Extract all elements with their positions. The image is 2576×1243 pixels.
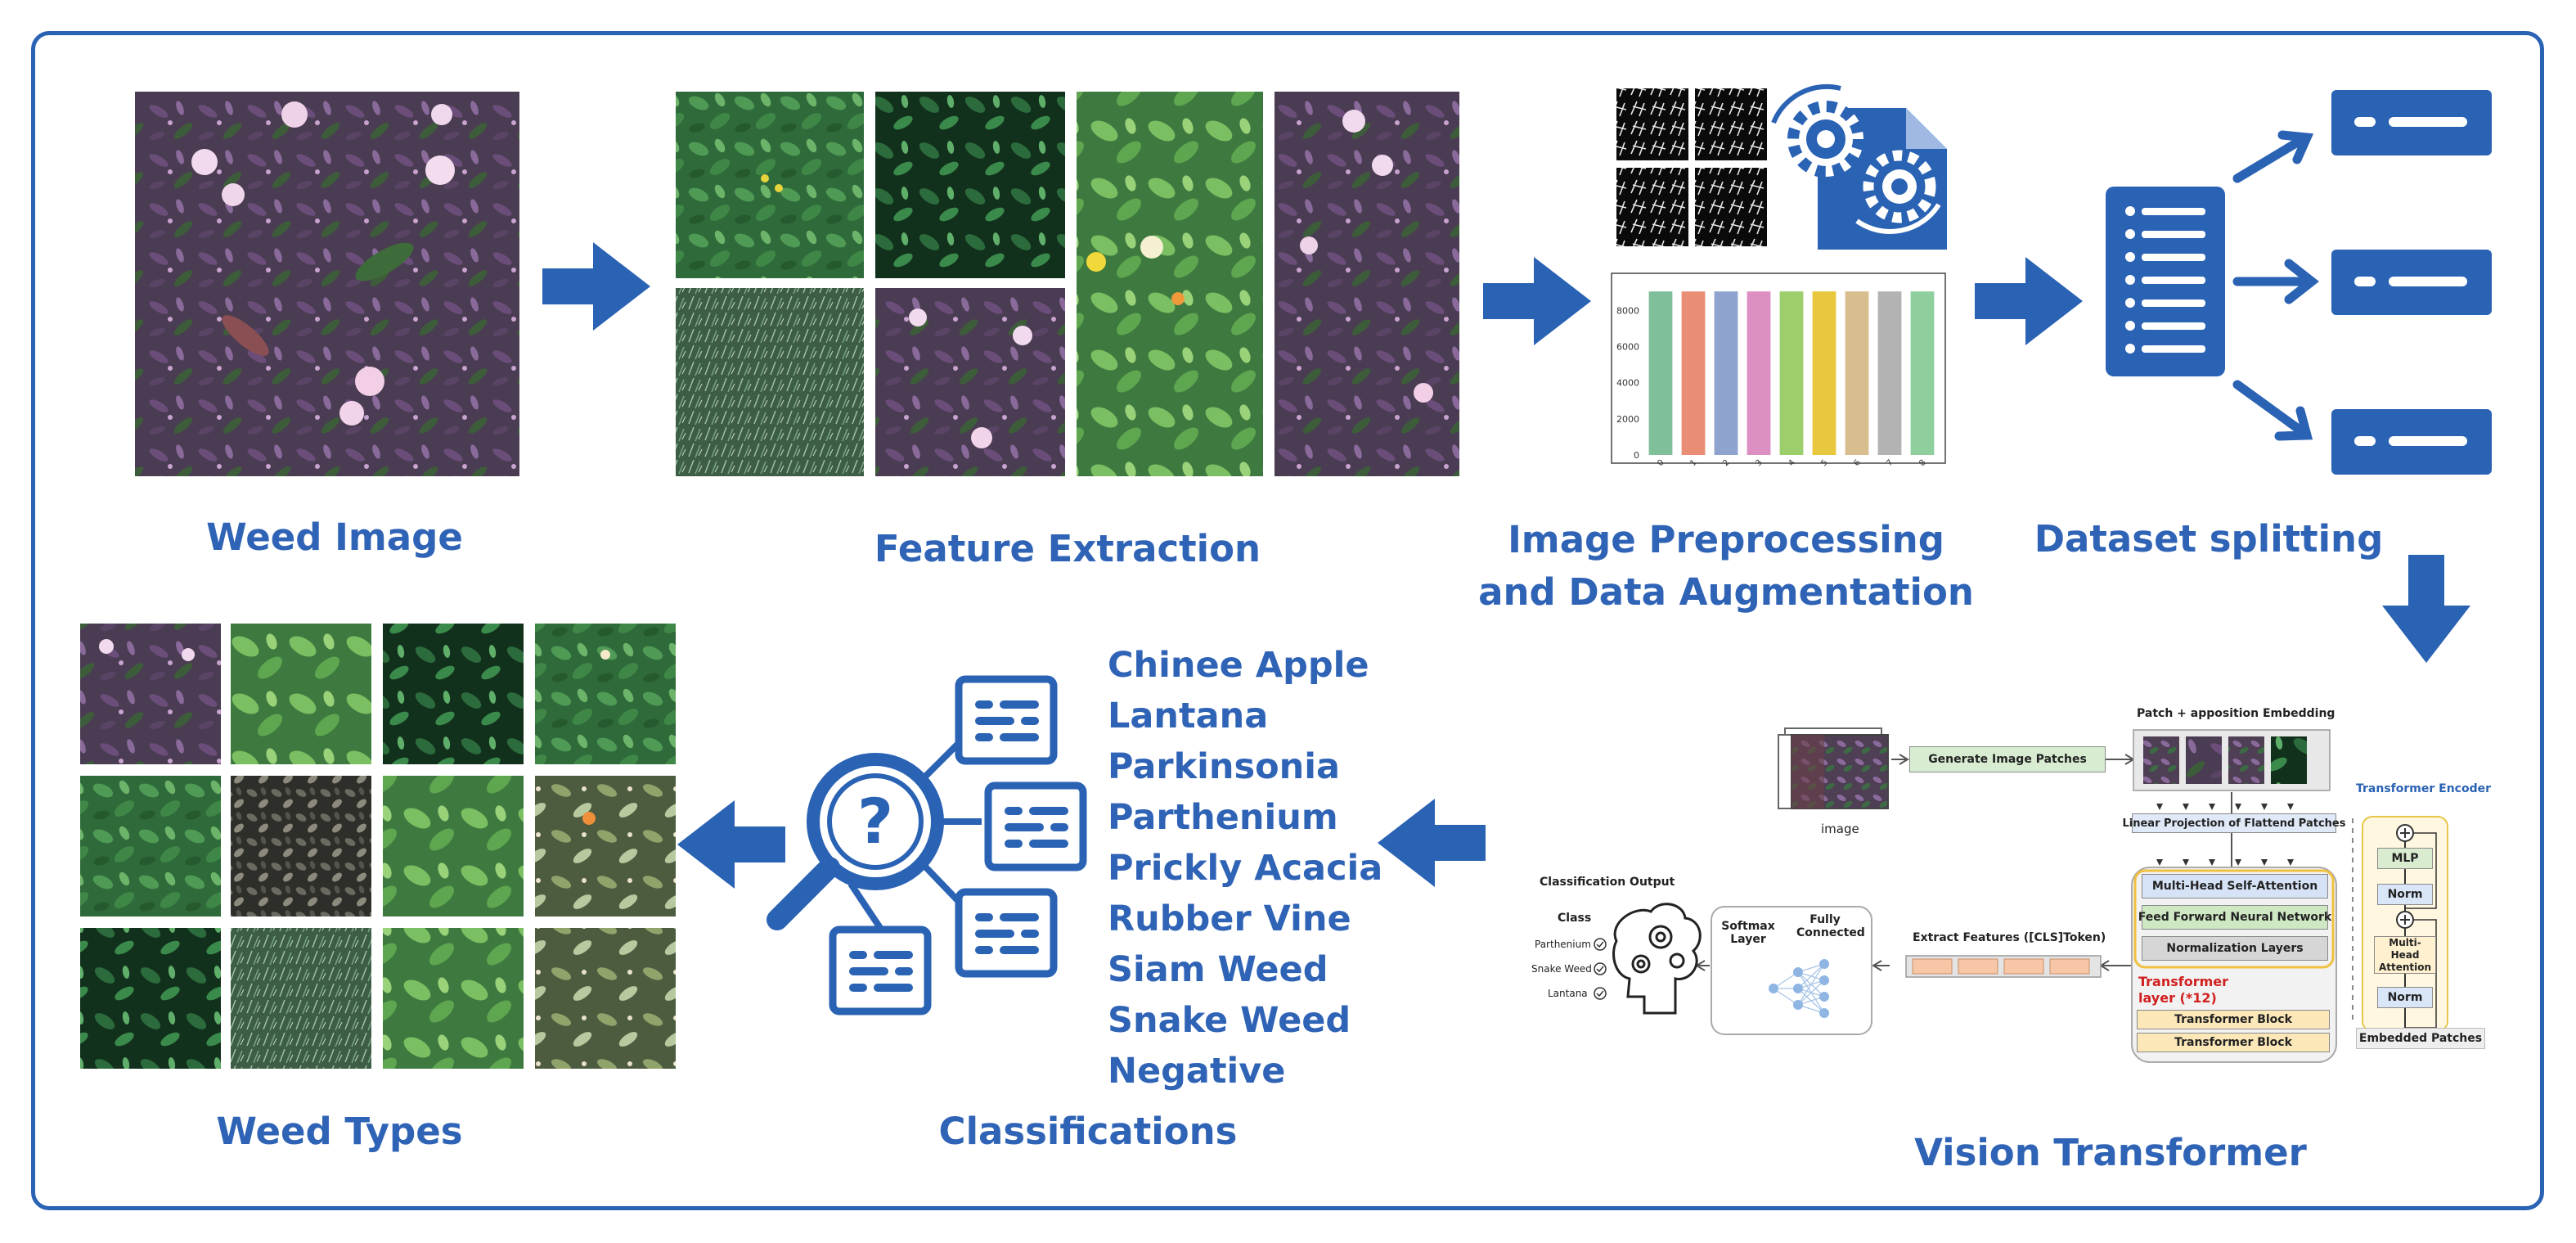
stage-label-classifications: Classifications xyxy=(938,1110,1238,1153)
vit-encoder-norm-bottom: Norm xyxy=(2377,987,2433,1008)
chart-bar xyxy=(1877,291,1902,455)
vit-connectors xyxy=(1695,754,2353,1023)
vit-generate-patches: Generate Image Patches xyxy=(1909,746,2106,772)
vit-output-class-1: Snake Weed xyxy=(1531,963,1592,975)
magnifier-question-icon: ? xyxy=(767,734,982,935)
stage-label-vision-transformer: Vision Transformer xyxy=(1914,1131,2307,1174)
vit-input-image-stack xyxy=(1778,727,1889,809)
vit-classification-output-label: Classification Output xyxy=(1540,876,1675,889)
vit-output-class-2: Lantana xyxy=(1548,988,1588,999)
svg-text:?: ? xyxy=(857,785,893,858)
arrow-down xyxy=(2382,555,2470,663)
vit-multi-head-self-attention: Multi-Head Self-Attention xyxy=(2142,874,2328,898)
vit-softmax-label: Softmax Layer xyxy=(1721,920,1775,946)
class-item: Siam Weed xyxy=(1108,949,1328,990)
vit-output-class-0: Parthenium xyxy=(1535,939,1591,950)
diagram-frame xyxy=(31,31,2544,1210)
class-item: Parkinsonia xyxy=(1108,746,1341,787)
chart-bar xyxy=(1845,291,1869,455)
chart-bar xyxy=(1779,291,1804,455)
vit-embedded-patches: Embedded Patches xyxy=(2356,1028,2485,1049)
chart-ytick-label: 2000 xyxy=(1616,414,1639,425)
class-item: Prickly Acacia xyxy=(1108,848,1383,889)
vit-transformer-block-1: Transformer Block xyxy=(2137,1010,2330,1029)
vit-output-checks xyxy=(1594,938,1607,1000)
split-arrows xyxy=(2232,130,2319,441)
class-item: Snake Weed xyxy=(1108,1000,1351,1041)
chart-ytick-label: 4000 xyxy=(1616,378,1639,389)
chart-bar xyxy=(1910,291,1935,455)
vit-transformer-layer-label: Transformer layer (*12) xyxy=(2138,974,2229,1006)
vit-neural-net xyxy=(1711,906,1872,1035)
vit-encoder-mha: Multi-Head Attention xyxy=(2374,936,2436,974)
class-item: Chinee Apple xyxy=(1108,645,1369,686)
chart-bar xyxy=(1812,291,1836,455)
stage-label-preprocessing-line2: and Data Augmentation xyxy=(1478,570,1974,614)
class-list: Chinee Apple Lantana Parkinsonia Parthen… xyxy=(1108,640,1382,1097)
vit-image-label: image xyxy=(1821,822,1859,836)
stage-label-weed-types: Weed Types xyxy=(216,1110,463,1153)
chart-ytick-label: 6000 xyxy=(1616,342,1639,353)
vit-extract-features-label: Extract Features ([CLS]Token) xyxy=(1913,931,2106,944)
stage-label-preprocessing: Image Preprocessing and Data Augmentatio… xyxy=(1464,514,1988,619)
vit-linear-projection: Linear Projection of Flattend Patches xyxy=(2123,813,2346,833)
arrow-left-1 xyxy=(1378,799,1486,887)
class-item: Parthenium xyxy=(1108,797,1338,838)
chart-ytick-label: 8000 xyxy=(1616,305,1639,316)
arrow-right-3 xyxy=(1975,257,2083,345)
vit-class-header: Class xyxy=(1558,912,1592,925)
vit-brain-gears-icon xyxy=(1612,903,1702,1015)
vit-arrow-ticks xyxy=(2156,804,2294,866)
vit-patch-embedding-label: Patch + apposition Embedding xyxy=(2137,707,2335,720)
arrow-right-1 xyxy=(542,242,650,331)
chart-ytick-label: 0 xyxy=(1634,450,1639,461)
vit-feed-forward-network: Feed Forward Neural Network xyxy=(2138,905,2331,930)
document-card-lines xyxy=(849,700,1068,992)
class-item: Rubber Vine xyxy=(1108,898,1351,939)
stage-label-feature-extraction: Feature Extraction xyxy=(874,527,1261,570)
weed-types-grid xyxy=(80,624,676,1069)
vit-encoder-norm-top: Norm xyxy=(2377,884,2433,905)
chart-bar xyxy=(1648,291,1673,455)
stage-label-preprocessing-line1: Image Preprocessing xyxy=(1508,518,1944,561)
vit-fully-connected-label: Fully Connected xyxy=(1796,913,1865,939)
weed-image-photo xyxy=(135,92,519,476)
chart-bar xyxy=(1747,291,1771,455)
vit-transformer-block-2: Transformer Block xyxy=(2137,1033,2330,1052)
vit-extract-features-bar xyxy=(1905,955,2102,978)
stage-label-weed-image: Weed Image xyxy=(206,516,463,559)
vit-encoder-title: Transformer Encoder xyxy=(2356,782,2492,795)
vit-patch-strip xyxy=(2133,729,2331,791)
feature-extraction-photos xyxy=(676,92,1459,476)
chart-bar xyxy=(1681,291,1706,455)
gear-document-icon xyxy=(1771,83,1947,250)
class-item: Lantana xyxy=(1108,696,1269,736)
augmentation-thumbnails xyxy=(1616,88,1767,246)
class-item: Negative xyxy=(1108,1051,1286,1092)
dataset-database-icon xyxy=(2106,187,2225,376)
vit-encoder-mlp: MLP xyxy=(2377,848,2433,869)
arrow-left-2 xyxy=(677,800,785,889)
stage-label-dataset-splitting: Dataset splitting xyxy=(2034,517,2384,561)
chart-bar xyxy=(1714,291,1738,455)
vit-normalization-layers: Normalization Layers xyxy=(2142,936,2328,961)
arrow-right-2 xyxy=(1483,257,1591,345)
split-server-icons xyxy=(2331,90,2492,475)
